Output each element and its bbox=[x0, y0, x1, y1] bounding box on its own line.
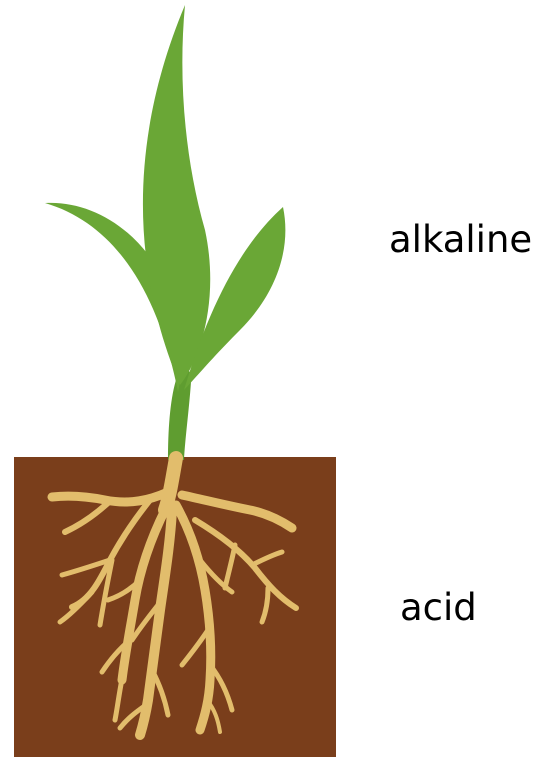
root-right-branch-4 bbox=[222, 542, 238, 591]
root-center-branch-3 bbox=[117, 702, 149, 731]
root-mid-left-branch-2 bbox=[99, 637, 133, 675]
plant-stem bbox=[168, 368, 192, 460]
root-mid-right-branch-1 bbox=[197, 557, 235, 595]
root-left-branch-3 bbox=[59, 557, 113, 578]
label-alkaline: alkaline bbox=[389, 218, 533, 261]
plant-roots bbox=[47, 451, 299, 740]
root-left-branch-1 bbox=[62, 498, 113, 535]
root-mid-left-branch-3 bbox=[112, 662, 128, 723]
root-center bbox=[135, 505, 177, 740]
center-leaf bbox=[142, 5, 211, 385]
root-mid-right-branch-2 bbox=[179, 627, 211, 668]
root-mid-right-branch-3 bbox=[207, 662, 235, 713]
root-right-branch-3 bbox=[259, 585, 271, 625]
label-acid: acid bbox=[400, 586, 477, 629]
root-mid-right-branch-4 bbox=[205, 698, 222, 734]
root-center-branch-2 bbox=[149, 667, 171, 718]
root-right-primary bbox=[177, 490, 297, 533]
root-mid-left bbox=[117, 503, 171, 685]
root-center-branch-1 bbox=[129, 597, 165, 643]
root-right-branch-2 bbox=[249, 549, 285, 568]
right-leaf bbox=[184, 207, 286, 390]
root-left-branch-5 bbox=[97, 557, 115, 628]
root-mid-left-branch-1 bbox=[105, 577, 143, 603]
root-left-branch-4 bbox=[57, 589, 95, 625]
root-right-branch-1 bbox=[192, 517, 299, 611]
root-left-primary bbox=[47, 487, 173, 507]
